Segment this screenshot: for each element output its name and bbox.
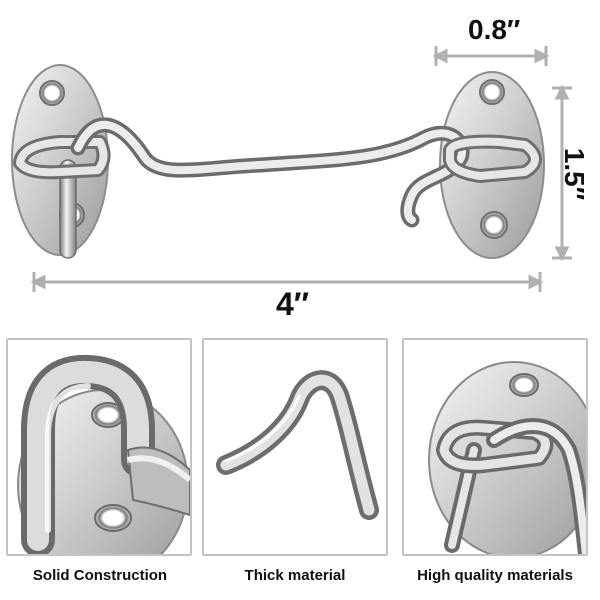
hook-rod	[70, 117, 470, 228]
right-mounting-plate	[439, 71, 545, 259]
length-dimension-label: 4″	[276, 286, 310, 322]
feature-caption: Solid Construction	[32, 567, 168, 584]
feature-panel-thick-material	[202, 338, 388, 556]
plate-closeup-image	[428, 361, 586, 554]
hook-rod-closeup-image	[216, 370, 379, 520]
width-dimension-line	[432, 46, 550, 66]
width-dimension-label: 0.8″	[468, 14, 521, 45]
height-dimension-label: 1.5″	[559, 147, 591, 201]
length-dimension-line	[30, 272, 544, 292]
feature-caption: High quality materials	[417, 567, 573, 584]
feature-caption: Thick material	[244, 567, 346, 584]
feature-panel-solid-construction	[6, 338, 192, 556]
right-eye-loop	[443, 134, 542, 183]
eye-loop-closeup-image	[17, 355, 190, 554]
left-eye-loop	[13, 135, 111, 259]
height-dimension-line	[552, 84, 572, 262]
feature-panel-high-quality-materials	[402, 338, 588, 556]
hook-latch-illustration	[11, 46, 572, 292]
